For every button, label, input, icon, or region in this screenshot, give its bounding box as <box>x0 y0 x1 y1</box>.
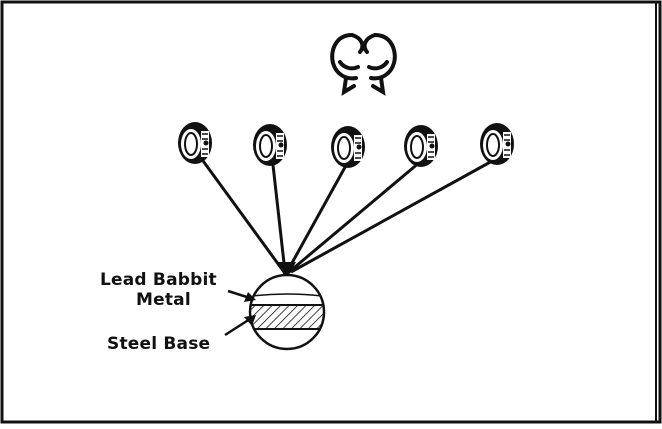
bearing-shell-icon-4 <box>404 125 438 167</box>
bearing-shell-icon-1 <box>178 122 212 164</box>
babbit-arrow <box>227 289 256 302</box>
bearing-shell-icon-5 <box>480 123 514 165</box>
leader-lines <box>196 153 495 274</box>
thrust-washer-icon <box>330 33 397 96</box>
metal-label: Metal <box>136 290 191 310</box>
convergence-arrowhead <box>278 262 296 280</box>
steel-base-arrow <box>224 315 256 337</box>
cross-section-icon <box>248 273 326 351</box>
lead-babbit-label: Lead Babbit <box>100 270 217 290</box>
bearing-shell-icon-3 <box>331 126 365 168</box>
bearing-shell-icon-2 <box>253 124 287 166</box>
steel-base-label: Steel Base <box>107 334 211 354</box>
